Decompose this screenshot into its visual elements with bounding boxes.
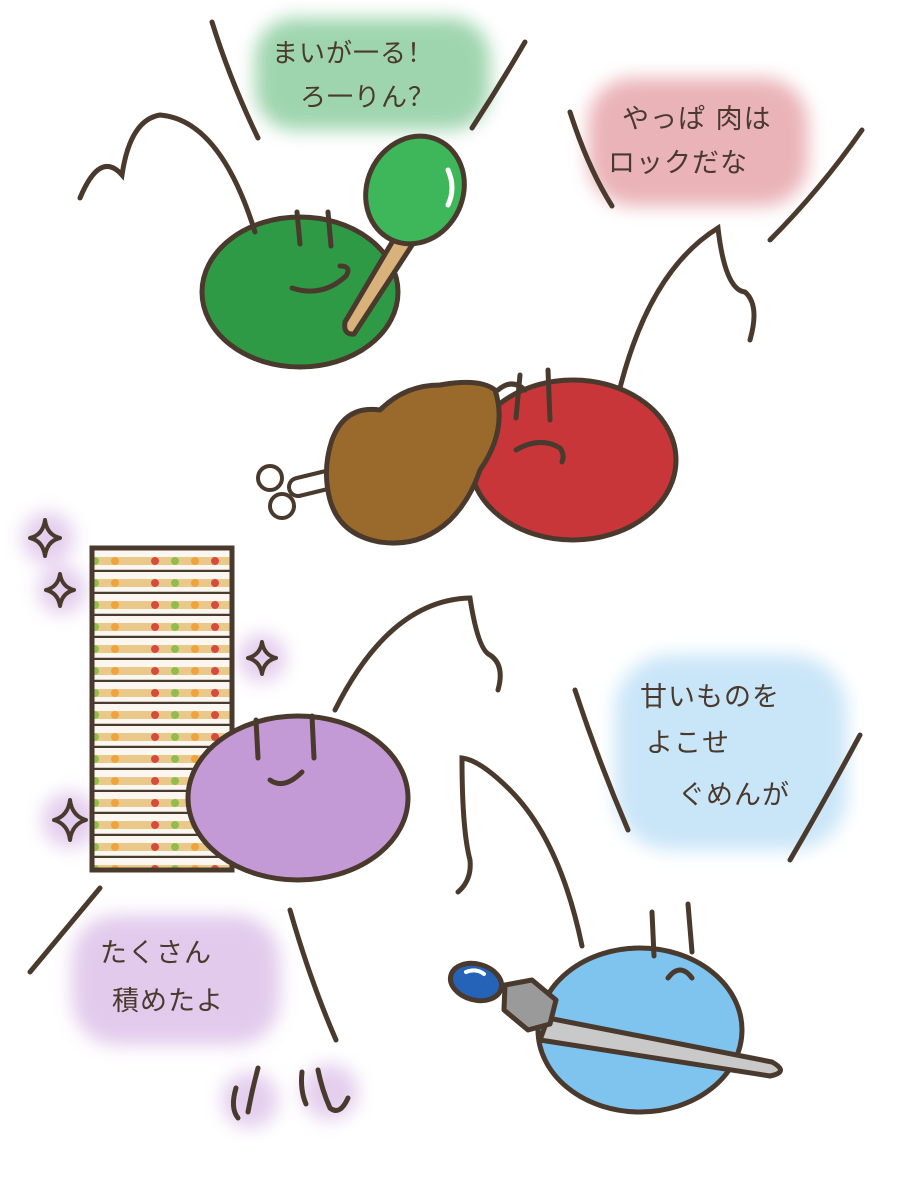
- green-speech-marks: [209, 19, 528, 141]
- blue-blob-body: [535, 945, 745, 1115]
- bone-icon: [256, 464, 346, 520]
- blue-speech-line-3: ぐめんが: [678, 780, 790, 811]
- purple-speech-marks: [27, 885, 339, 1043]
- purple-eyes: [253, 713, 317, 761]
- blue-character: 甘いものを よこせ ぐめんが: [447, 655, 863, 1115]
- green-eyes: [294, 209, 334, 249]
- blue-speech-text: 甘いものを よこせ ぐめんが: [640, 682, 790, 811]
- red-eyes: [513, 367, 553, 423]
- red-antenna: [617, 223, 757, 391]
- green-speech-bubble-bg: [255, 18, 490, 130]
- green-speech-text: まいが一る！ ろ一りん？: [270, 39, 499, 113]
- blue-speech-line-2: よこせ: [646, 728, 730, 759]
- blue-speech-bubble-bg: [615, 655, 847, 850]
- green-antenna: [77, 112, 258, 235]
- purple-character: たくさん 積めたよ: [22, 512, 503, 1128]
- sparkle-bg: [22, 512, 286, 848]
- green-speech-line-1: まいが一る！: [272, 39, 434, 69]
- purple-blob-body: [185, 713, 411, 883]
- blue-mouth: [665, 967, 695, 981]
- red-speech-line-2: ロックだな: [608, 148, 748, 179]
- red-speech-bubble-bg: [588, 78, 808, 206]
- red-speech-line-1: やっぱ 肉は: [622, 104, 772, 135]
- green-mouth: [289, 263, 351, 294]
- red-character: やっぱ 肉は ロックだな: [256, 78, 865, 546]
- sword-icon: [447, 960, 783, 1079]
- green-speech-line-2: ろ一りん？: [300, 83, 435, 113]
- blue-eyes: [649, 901, 695, 959]
- purple-mouth: [267, 769, 305, 787]
- purple-antenna: [332, 595, 503, 713]
- red-blob-body: [467, 377, 679, 543]
- red-mouth: [513, 440, 566, 465]
- blue-speech-marks: [572, 687, 863, 863]
- blue-antenna: [455, 755, 585, 949]
- green-character: まいが一る！ ろ一りん？: [77, 18, 528, 370]
- red-hand: [495, 381, 528, 393]
- red-speech-text: やっぱ 肉は ロックだな: [608, 104, 781, 179]
- purple-feet: [222, 1064, 358, 1128]
- purple-speech-line-2: 積めたよ: [112, 986, 224, 1017]
- red-speech-marks: [567, 109, 865, 243]
- purple-speech-text: たくさん 積めたよ: [100, 938, 224, 1017]
- meat-on-bone-icon: [256, 379, 502, 546]
- feet-bg: [222, 1064, 358, 1128]
- maraca-icon: [342, 133, 467, 337]
- blue-speech-line-1: 甘いものを: [640, 682, 780, 713]
- purple-speech-line-1: たくさん: [100, 938, 212, 969]
- purple-speech-bubble-bg: [72, 915, 280, 1045]
- sparkle-icon: [28, 518, 278, 842]
